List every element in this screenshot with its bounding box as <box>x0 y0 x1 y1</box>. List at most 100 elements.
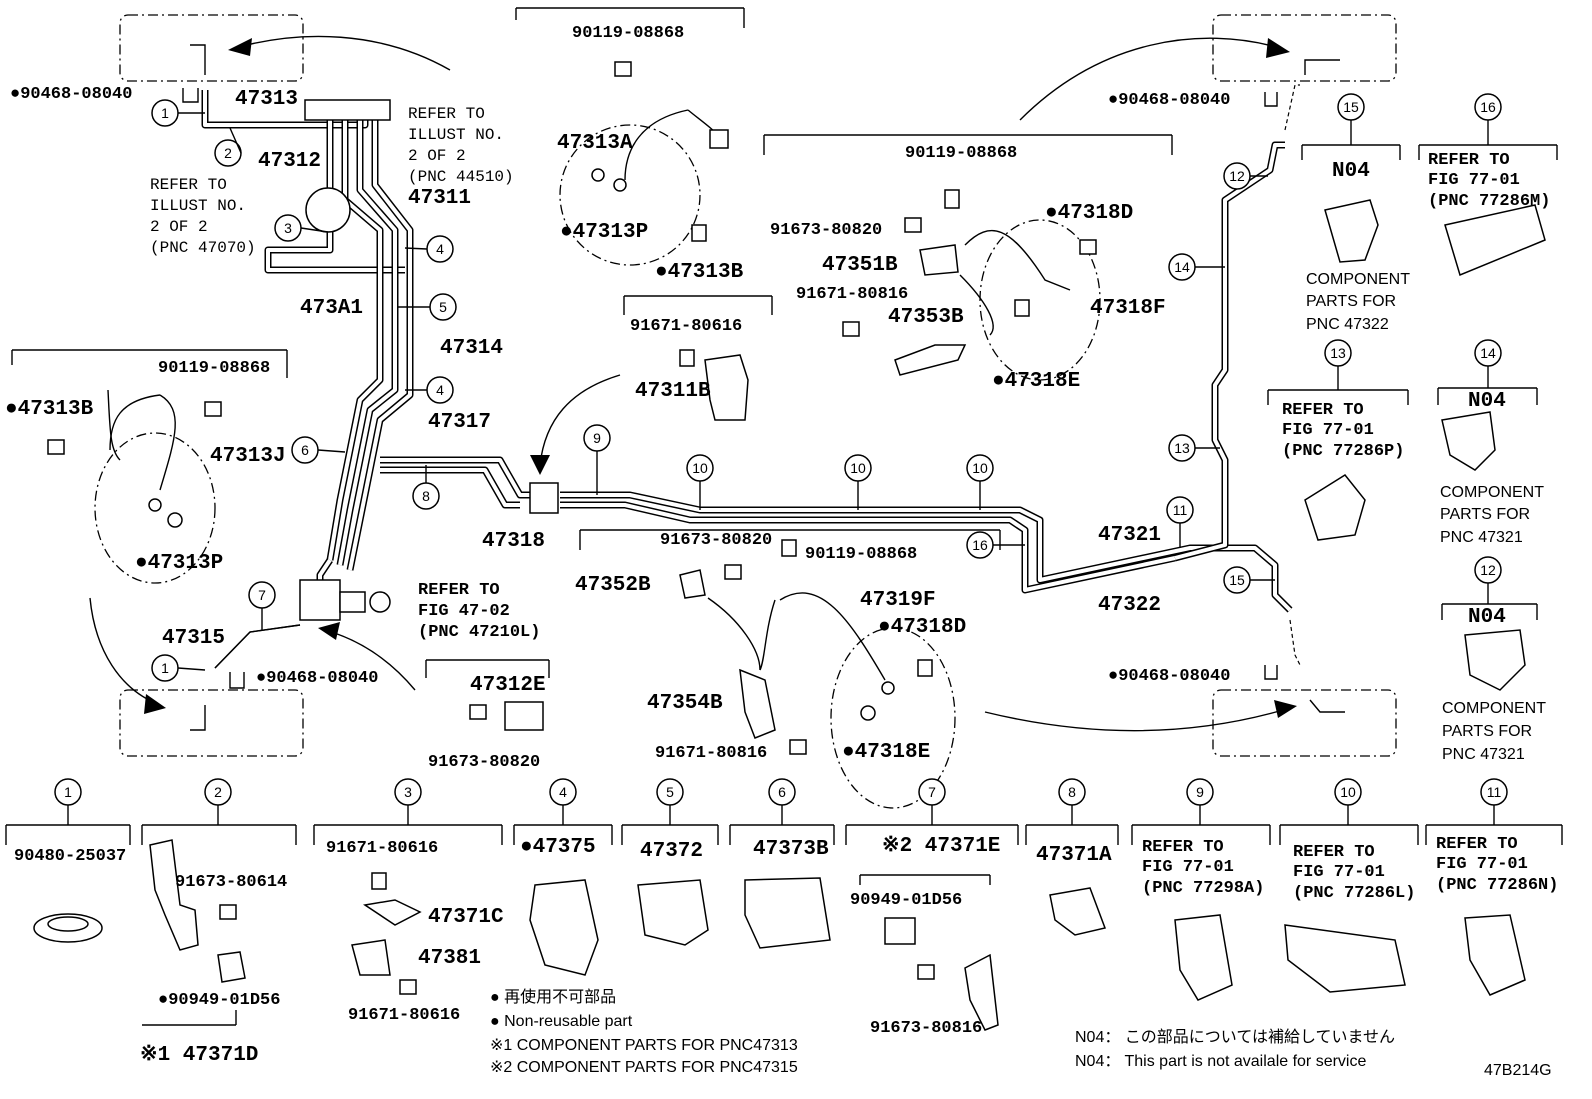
bottom-num-11: 11 <box>1487 784 1502 800</box>
callout-12: 12 <box>1229 168 1245 184</box>
b3-c: 47381 <box>418 947 481 970</box>
ref2-line4: (PNC 47070) <box>150 239 256 257</box>
callout-15: 15 <box>1229 572 1245 588</box>
part-labels: ●90468-08040 4 7 3 13 47312 47311 473A1 473… <box>5 24 1230 772</box>
callout-13: 13 <box>1174 440 1190 456</box>
b6-part: 47373B <box>753 838 829 861</box>
callout-10a: 10 <box>692 460 708 476</box>
b1-part: 90480-25037 <box>14 847 126 866</box>
callout-4a: 4 <box>436 241 444 257</box>
ref2-line2: ILLUST NO. <box>150 197 246 215</box>
label-47314: 47314 <box>440 337 503 360</box>
detail-box-bottom-right <box>1212 689 1397 757</box>
b9-t1: REFER TO <box>1142 838 1224 857</box>
diagram-code: 47B214G <box>1484 1062 1552 1079</box>
b8-part: 47371A <box>1036 844 1112 867</box>
bottom-num-9: 9 <box>1196 784 1204 800</box>
bottom-num-5: 5 <box>666 784 674 800</box>
ref2-line3: 2 OF 2 <box>150 218 208 236</box>
label-90468-d: ●90468-08040 <box>1108 667 1230 686</box>
legend-n04-en: N04： This part is not availale for servi… <box>1075 1053 1366 1070</box>
label-47318E-b: ●47318E <box>842 741 930 764</box>
panel-num-13: 13 <box>1330 345 1346 361</box>
ref1-line1: REFER TO <box>408 105 485 123</box>
label-47312E: 47312E <box>470 674 546 697</box>
label-47318F: 47318F <box>1090 297 1166 320</box>
b11-t3: (PNC 77286N) <box>1436 876 1558 895</box>
panel14-t2: PARTS FOR <box>1440 506 1530 523</box>
bottom-num-10: 10 <box>1340 784 1356 800</box>
callout-3: 3 <box>284 220 292 236</box>
ref1-line4: (PNC 44510) <box>408 168 514 186</box>
callout-6: 6 <box>301 442 309 458</box>
bottom-num-7: 7 <box>928 784 936 800</box>
callout-14: 14 <box>1174 259 1190 275</box>
label-47354B: 47354B <box>647 692 723 715</box>
ref1-line3: 2 OF 2 <box>408 147 466 165</box>
label-90119-a: 90119-08868 <box>572 24 684 43</box>
b3-b: 47371C <box>428 906 504 929</box>
bottom-num-4: 4 <box>559 784 567 800</box>
panel16-t3: (PNC 77286M) <box>1428 192 1550 211</box>
bottom-row-brackets <box>5 805 1563 1026</box>
detail-box-bottom-left <box>119 689 304 757</box>
callout-1b: 1 <box>161 660 169 676</box>
callout-7: 7 <box>258 587 266 603</box>
b11-t1: REFER TO <box>1436 835 1518 854</box>
label-47313J: 47313J <box>210 445 286 468</box>
legend: ● 再使用不可部品 ● Non-reusable part ※1 COMPONE… <box>490 988 1552 1079</box>
label-47311: 47311 <box>408 187 471 210</box>
panel15-part: N04 <box>1332 160 1370 183</box>
callout-11: 11 <box>1173 502 1188 518</box>
callout-10b: 10 <box>850 460 866 476</box>
bottom-num-6: 6 <box>778 784 786 800</box>
clamp-callouts: 1 2 3 4 5 4 6 8 7 1 9 10 10 10 16 11 12 … <box>151 99 1251 682</box>
panel14-part: N04 <box>1468 390 1506 413</box>
panel16-t1: REFER TO <box>1428 151 1510 170</box>
callout-2: 2 <box>224 145 232 161</box>
b9-t3: (PNC 77298A) <box>1142 879 1264 898</box>
label-47313A: 47313A <box>557 132 633 155</box>
label-91673-80820-a: 91673-80820 <box>428 753 540 772</box>
label-47311B: 47311B <box>635 380 711 403</box>
label-47313P-b: ●47313P <box>135 552 223 575</box>
label-90468-c: ●90468-08040 <box>1108 91 1230 110</box>
label-47312: 47312 <box>258 150 321 173</box>
label-91671-80616: 91671-80616 <box>630 317 742 336</box>
b7-a: 90949-01D56 <box>850 891 962 910</box>
label-47313P-a: ●47313P <box>560 221 648 244</box>
panel15-t1: COMPONENT <box>1306 271 1410 288</box>
bottom-num-1: 1 <box>64 784 72 800</box>
main-tubes <box>560 141 1293 613</box>
callout-5: 5 <box>439 299 447 315</box>
b7-set: ※2 47371E <box>882 834 1000 858</box>
label-473A1: 473A1 <box>300 297 363 320</box>
detail-box-top-left <box>119 14 304 82</box>
label-90468-a: ●90468-08040 <box>10 85 132 104</box>
ref3-line2: FIG 47-02 <box>418 602 510 621</box>
callout-8: 8 <box>422 488 430 504</box>
detail-box-top-right <box>1212 14 1397 82</box>
panel14-t1: COMPONENT <box>1440 484 1544 501</box>
panel15-t3: PNC 47322 <box>1306 316 1389 333</box>
label-91673-80820-b: 91673-80820 <box>770 221 882 240</box>
callout-16: 16 <box>972 537 988 553</box>
b9-t2: FIG 77-01 <box>1142 858 1234 877</box>
label-47317: 47317 <box>428 411 491 434</box>
legend-mark-en: ● Non-reusable part <box>490 1013 633 1030</box>
panel-num-12: 12 <box>1480 562 1496 578</box>
bottom-num-2: 2 <box>214 784 222 800</box>
panel16-t2: FIG 77-01 <box>1428 171 1520 190</box>
bottom-num-3: 3 <box>404 784 412 800</box>
callout-10c: 10 <box>972 460 988 476</box>
panel-num-15: 15 <box>1343 99 1359 115</box>
b3-d: 91671-80616 <box>348 1006 460 1025</box>
label-47318D-b: ●47318D <box>878 616 966 639</box>
label-47352B: 47352B <box>575 574 651 597</box>
label-47318D-a: ●47318D <box>1045 202 1133 225</box>
label-47351B: 47351B <box>822 254 898 277</box>
b10-t2: FIG 77-01 <box>1293 863 1385 882</box>
label-90119-c: 90119-08868 <box>905 144 1017 163</box>
b5-part: 47372 <box>640 840 703 863</box>
